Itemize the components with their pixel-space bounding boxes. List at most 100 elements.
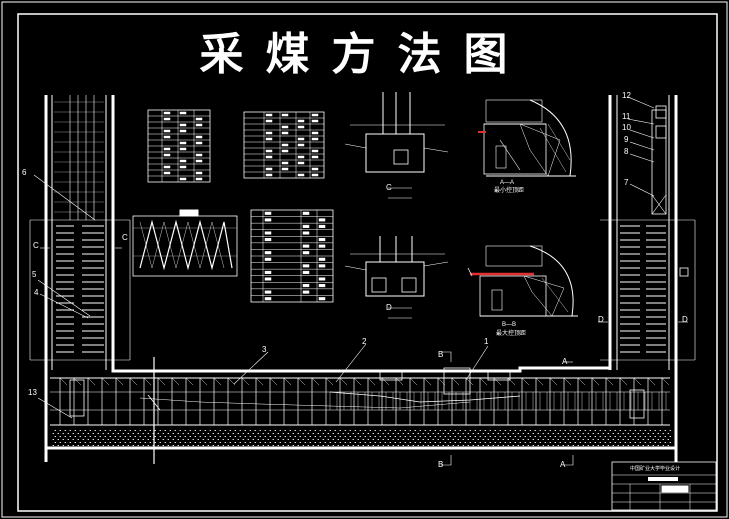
floor-hatch xyxy=(317,445,319,446)
table-cell-text xyxy=(195,117,203,121)
floor-hatch xyxy=(454,442,456,443)
floor-hatch xyxy=(524,436,526,437)
floor-hatch xyxy=(532,445,534,446)
floor-hatch xyxy=(454,430,456,431)
floor-hatch xyxy=(604,436,606,437)
floor-hatch xyxy=(542,445,544,446)
floor-hatch xyxy=(652,433,654,434)
floor-hatch xyxy=(422,439,424,440)
support-canopy xyxy=(269,377,278,386)
floor-hatch xyxy=(364,436,366,437)
table-cell-text xyxy=(195,177,203,181)
floor-hatch xyxy=(67,445,69,446)
floor-hatch xyxy=(347,445,349,446)
table-cell-text xyxy=(302,244,310,248)
table-cell-text xyxy=(264,297,272,301)
support-canopy xyxy=(255,377,264,386)
floor-hatch xyxy=(164,436,166,437)
floor-hatch xyxy=(379,442,381,443)
floor-hatch xyxy=(262,445,264,446)
section-marker-a-bottom: A xyxy=(560,460,566,469)
floor-hatch xyxy=(519,436,521,437)
floor-hatch xyxy=(602,445,604,446)
floor-hatch xyxy=(452,439,454,440)
floor-hatch xyxy=(144,436,146,437)
floor-hatch xyxy=(232,439,234,440)
floor-hatch xyxy=(489,430,491,431)
floor-hatch xyxy=(579,442,581,443)
floor-hatch xyxy=(659,430,661,431)
floor-hatch xyxy=(224,436,226,437)
floor-hatch xyxy=(577,439,579,440)
floor-hatch xyxy=(529,436,531,437)
floor-hatch xyxy=(457,445,459,446)
floor-hatch xyxy=(442,445,444,446)
floor-hatch xyxy=(637,439,639,440)
floor-hatch xyxy=(274,430,276,431)
floor-hatch xyxy=(399,442,401,443)
floor-hatch xyxy=(537,439,539,440)
support-canopy xyxy=(577,377,586,386)
floor-hatch xyxy=(214,436,216,437)
support-canopy xyxy=(339,377,348,386)
floor-hatch xyxy=(302,445,304,446)
floor-hatch xyxy=(84,430,86,431)
floor-hatch xyxy=(124,436,126,437)
section-marker-c-left: C xyxy=(33,241,39,250)
floor-hatch xyxy=(492,439,494,440)
floor-hatch xyxy=(382,433,384,434)
floor-hatch xyxy=(94,430,96,431)
floor-hatch xyxy=(189,436,191,437)
floor-hatch xyxy=(467,445,469,446)
floor-hatch xyxy=(147,445,149,446)
floor-hatch xyxy=(194,436,196,437)
floor-hatch xyxy=(367,445,369,446)
table-cell-text xyxy=(179,129,187,133)
floor-hatch xyxy=(409,442,411,443)
support-canopy xyxy=(437,377,446,386)
floor-hatch xyxy=(552,433,554,434)
floor-hatch xyxy=(614,430,616,431)
floor-hatch xyxy=(512,433,514,434)
floor-hatch xyxy=(242,433,244,434)
floor-hatch xyxy=(322,439,324,440)
floor-hatch xyxy=(614,442,616,443)
callout-7: 7 xyxy=(624,178,629,187)
floor-hatch xyxy=(657,445,659,446)
floor-hatch xyxy=(327,439,329,440)
support-canopy xyxy=(493,377,502,386)
table-cell-text xyxy=(264,211,272,215)
floor-hatch xyxy=(349,436,351,437)
table-cell-text xyxy=(163,135,171,139)
floor-hatch xyxy=(444,442,446,443)
floor-hatch xyxy=(517,439,519,440)
floor-hatch xyxy=(372,445,374,446)
floor-hatch xyxy=(612,439,614,440)
floor-hatch xyxy=(412,439,414,440)
floor-hatch xyxy=(372,433,374,434)
table-cell-text xyxy=(318,297,326,301)
floor-hatch xyxy=(352,433,354,434)
floor-hatch xyxy=(234,436,236,437)
table-cell-text xyxy=(302,264,310,268)
floor-hatch xyxy=(644,430,646,431)
floor-hatch xyxy=(154,430,156,431)
table-cell-text xyxy=(179,111,187,115)
floor-hatch xyxy=(104,430,106,431)
floor-hatch xyxy=(222,445,224,446)
floor-hatch xyxy=(249,436,251,437)
floor-hatch xyxy=(417,433,419,434)
floor-hatch xyxy=(427,445,429,446)
section-marker-c-right: C xyxy=(122,233,128,242)
floor-hatch xyxy=(622,445,624,446)
floor-hatch xyxy=(664,442,666,443)
floor-hatch xyxy=(522,439,524,440)
floor-hatch xyxy=(602,439,604,440)
floor-hatch xyxy=(649,430,651,431)
floor-hatch xyxy=(439,442,441,443)
floor-hatch xyxy=(619,442,621,443)
floor-hatch xyxy=(137,439,139,440)
floor-hatch xyxy=(519,430,521,431)
floor-hatch xyxy=(172,445,174,446)
support-canopy xyxy=(157,377,166,386)
